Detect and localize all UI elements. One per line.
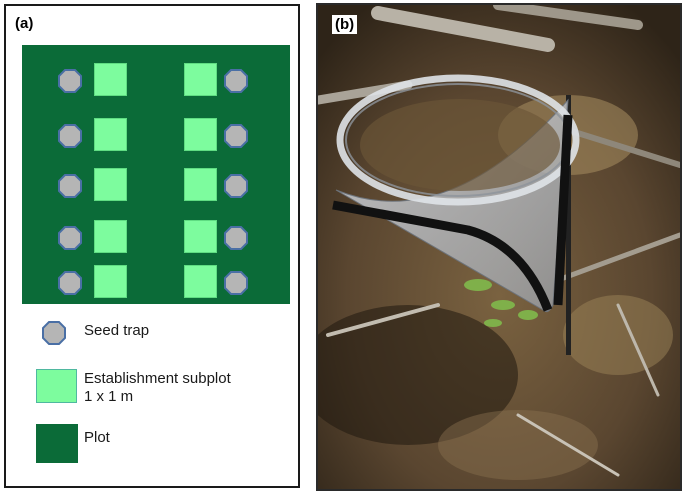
panel-b-label: (b): [332, 15, 358, 34]
seed-trap: [58, 174, 82, 198]
panel-a-label: (a): [15, 15, 34, 32]
legend-plot-swatch: [36, 424, 78, 463]
seed-trap-photo: [318, 5, 680, 489]
establishment-subplot: [184, 220, 217, 253]
establishment-subplot: [184, 118, 217, 151]
seed-trap: [58, 69, 82, 93]
legend-subplot-label-line1: Establishment subplot: [84, 370, 231, 387]
seed-trap: [224, 226, 248, 250]
legend-seed-trap-label: Seed trap: [84, 322, 150, 339]
seed-trap: [224, 271, 248, 295]
establishment-subplot: [94, 118, 127, 151]
establishment-subplot: [184, 265, 217, 298]
establishment-subplot: [94, 220, 127, 253]
legend-plot-label: Plot: [84, 429, 110, 446]
seed-trap: [58, 271, 82, 295]
legend-seed-trap-icon: [42, 321, 66, 345]
seed-trap: [224, 174, 248, 198]
seed-trap: [58, 124, 82, 148]
plot-area: [22, 45, 290, 304]
panel-a-diagram: (a) Seed trap Establishment subplot 1 x …: [4, 4, 300, 488]
seed-trap: [224, 69, 248, 93]
establishment-subplot: [184, 168, 217, 201]
legend-subplot-label-line2: 1 x 1 m: [84, 388, 134, 405]
seed-trap: [58, 226, 82, 250]
panel-b-photo: (b): [316, 3, 682, 491]
establishment-subplot: [94, 63, 127, 96]
establishment-subplot: [94, 265, 127, 298]
establishment-subplot: [184, 63, 217, 96]
establishment-subplot: [94, 168, 127, 201]
legend-subplot-swatch: [36, 369, 77, 403]
seed-trap: [224, 124, 248, 148]
